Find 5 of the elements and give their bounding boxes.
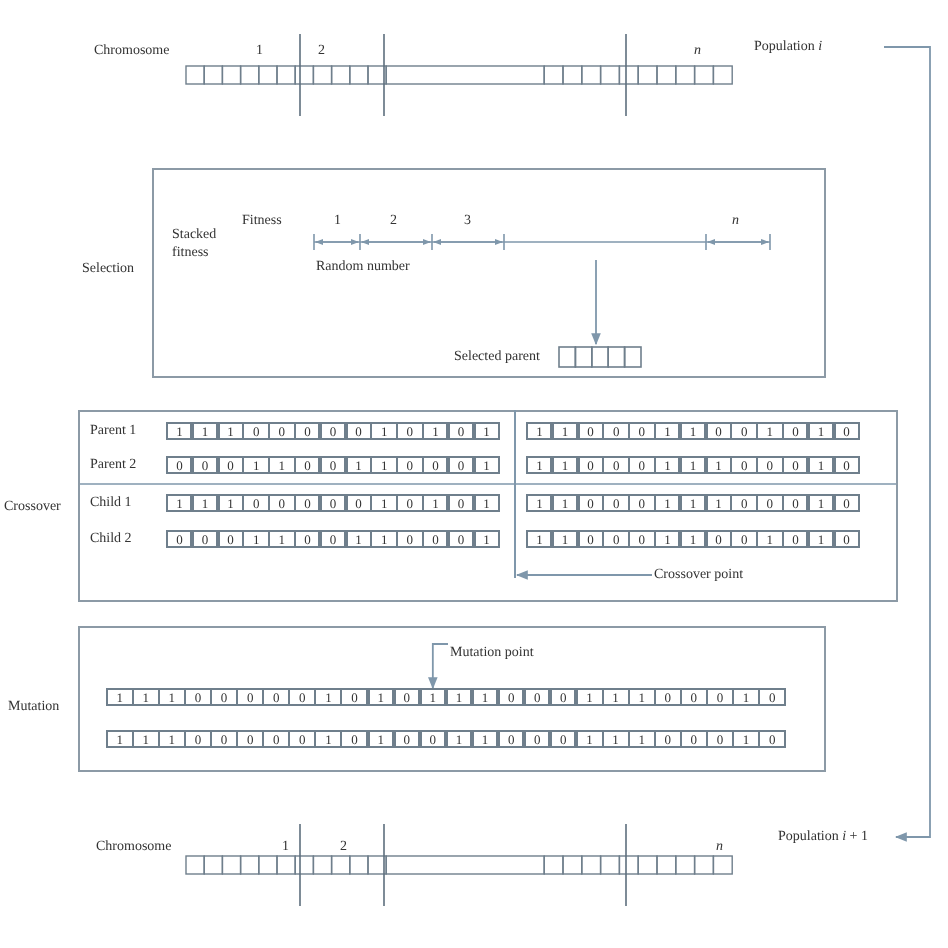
crossover-line — [514, 410, 516, 578]
arrow — [883, 46, 931, 842]
arrow — [515, 570, 653, 580]
leader-arrow — [591, 259, 601, 346]
arrow — [428, 643, 449, 690]
